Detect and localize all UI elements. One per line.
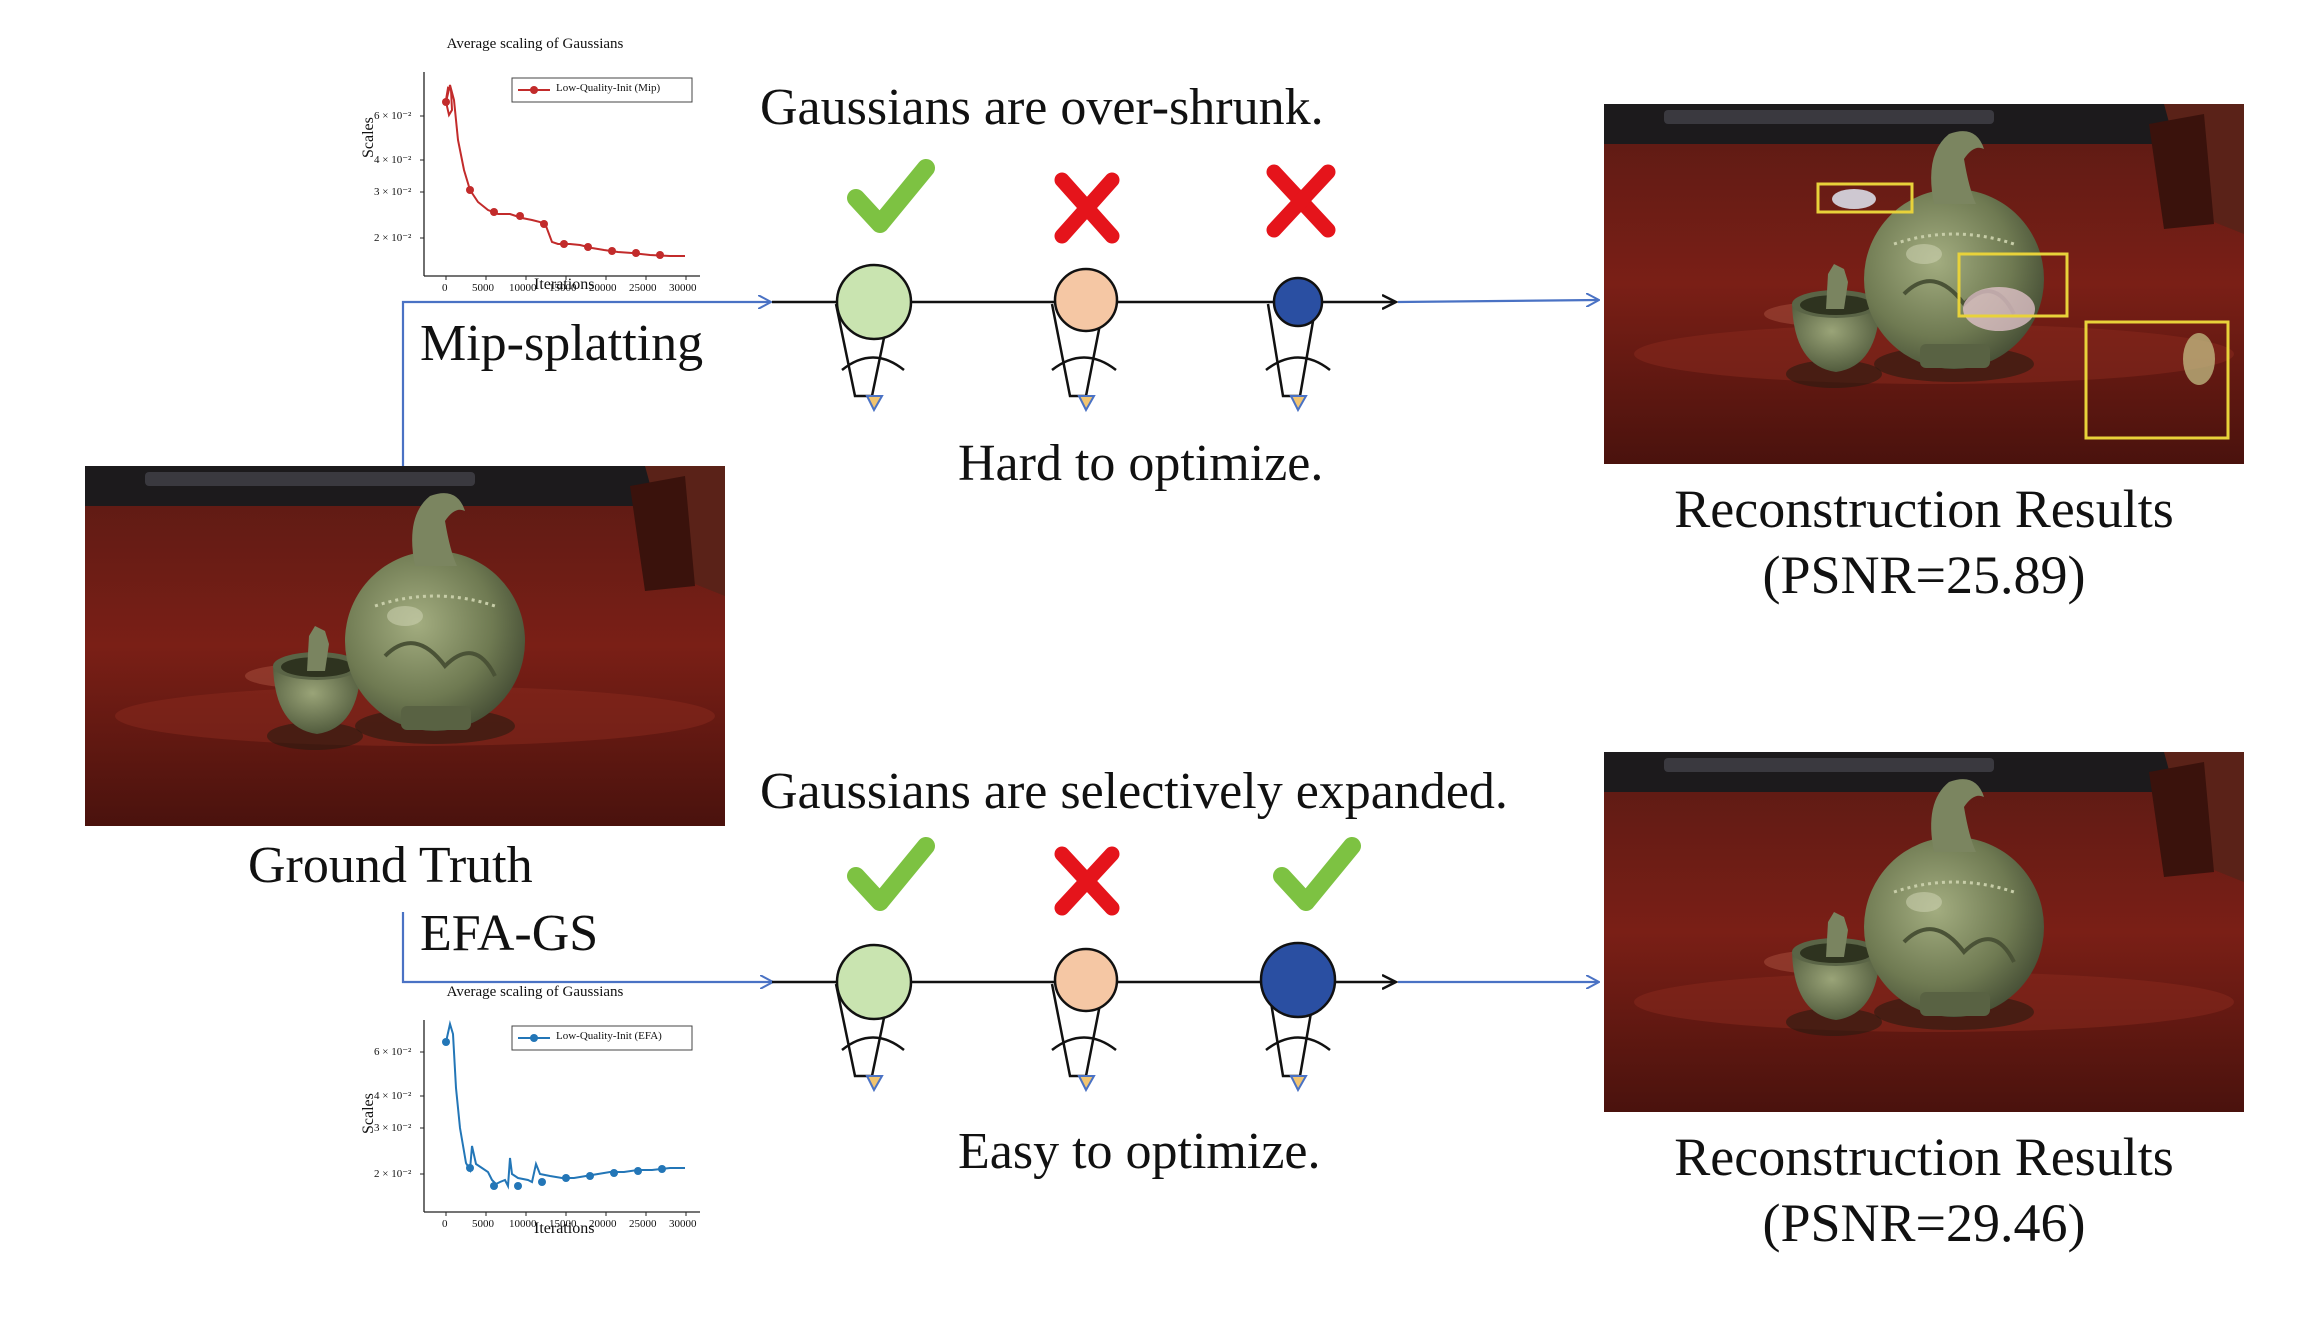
- check-icon: [1273, 837, 1361, 911]
- xtick-label: 5000: [472, 1218, 494, 1230]
- ytick-label: 6 × 10⁻²: [374, 110, 412, 122]
- mip-footer: Hard to optimize.: [958, 435, 1324, 492]
- gaussian-green: [834, 263, 913, 413]
- xtick-label: 15000: [549, 1218, 577, 1230]
- ytick-label: 2 × 10⁻²: [374, 232, 412, 244]
- plot-xlabel: Iterations: [534, 276, 595, 293]
- xtick-label: 10000: [509, 282, 537, 294]
- plot-xlabel: Iterations: [534, 1220, 595, 1237]
- xtick-label: 0: [442, 282, 448, 294]
- cross-icon: [1266, 164, 1336, 238]
- mip-method-label: Mip-splatting: [420, 315, 704, 372]
- mip-reconstruction-image: [1604, 104, 2244, 464]
- xtick-label: 5000: [472, 282, 494, 294]
- gaussian-orange: [1050, 267, 1119, 413]
- ytick-label: 4 × 10⁻²: [374, 154, 412, 166]
- mip-header: Gaussians are over-shrunk.: [760, 79, 1324, 136]
- efa-result-caption: Reconstruction Results (PSNR=29.46): [1604, 1124, 2244, 1256]
- ytick-label: 3 × 10⁻²: [374, 1122, 412, 1134]
- plot-title: Average scaling of Gaussians: [446, 36, 624, 52]
- ytick-label: 2 × 10⁻²: [374, 1168, 412, 1180]
- plot-legend: Low-Quality-Init (EFA): [556, 1030, 662, 1042]
- cross-icon: [1054, 846, 1120, 916]
- plot-ylabel: Scales: [360, 1093, 377, 1134]
- gaussian-green: [834, 943, 913, 1093]
- ytick-label: 4 × 10⁻²: [374, 1090, 412, 1102]
- xtick-label: 30000: [669, 282, 697, 294]
- plot-ylabel: Scales: [360, 117, 377, 158]
- mip-scaling-plot: Average scaling of Gaussians L: [360, 30, 710, 295]
- xtick-label: 20000: [589, 1218, 617, 1230]
- mip-result-line1: Reconstruction Results: [1674, 479, 2174, 539]
- xtick-label: 15000: [549, 282, 577, 294]
- mip-result-caption: Reconstruction Results (PSNR=25.89): [1604, 476, 2244, 608]
- efa-method-label: EFA-GS: [420, 905, 599, 962]
- cross-icon: [1054, 172, 1120, 244]
- ground-truth-image: [85, 466, 725, 826]
- gaussian-orange: [1050, 947, 1119, 1093]
- plot-legend: Low-Quality-Init (Mip): [556, 82, 661, 94]
- check-icon: [847, 837, 935, 911]
- xtick-label: 0: [442, 1218, 448, 1230]
- efa-result-psnr: (PSNR=29.46): [1762, 1193, 2086, 1253]
- mip-result-psnr: (PSNR=25.89): [1762, 545, 2086, 605]
- efa-footer: Easy to optimize.: [958, 1123, 1321, 1180]
- xtick-label: 25000: [629, 1218, 657, 1230]
- ground-truth-label: Ground Truth: [248, 837, 533, 894]
- efa-header: Gaussians are selectively expanded.: [760, 763, 1508, 820]
- ytick-label: 3 × 10⁻²: [374, 186, 412, 198]
- gaussian-blue-small: [1265, 276, 1331, 413]
- check-icon: [847, 159, 935, 233]
- gaussian-blue-large: [1259, 941, 1337, 1093]
- xtick-label: 10000: [509, 1218, 537, 1230]
- xtick-label: 25000: [629, 282, 657, 294]
- xtick-label: 20000: [589, 282, 617, 294]
- xtick-label: 30000: [669, 1218, 697, 1230]
- efa-result-line1: Reconstruction Results: [1674, 1127, 2174, 1187]
- plot-title: Average scaling of Gaussians: [446, 984, 624, 1000]
- efa-reconstruction-image: [1604, 752, 2244, 1112]
- efa-scaling-plot: Average scaling of Gaussians L: [360, 978, 710, 1243]
- ytick-label: 6 × 10⁻²: [374, 1046, 412, 1058]
